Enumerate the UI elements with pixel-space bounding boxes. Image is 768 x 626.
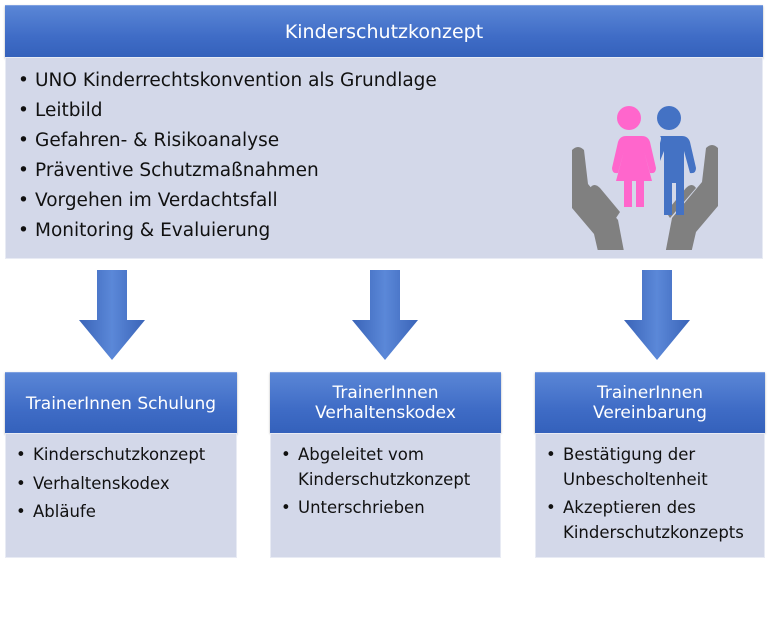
list-item: Gefahren- & Risikoanalyse [18, 126, 762, 156]
list-item: Bestätigung der Unbescholtenheit [546, 443, 758, 492]
box-header-schulung: TrainerInnen Schulung [5, 372, 237, 434]
main-body: UNO Kinderrechtskonvention als Grundlage… [5, 57, 763, 259]
box-body-vereinbarung: Bestätigung der UnbescholtenheitAkzeptie… [535, 433, 765, 558]
list-item: Vorgehen im Verdachtsfall [18, 186, 762, 216]
main-header: Kinderschutzkonzept [5, 5, 763, 58]
box-body-schulung: KinderschutzkonzeptVerhaltenskodexAbläuf… [5, 433, 237, 558]
list-item: Abläufe [16, 500, 228, 525]
list-item: Verhaltenskodex [16, 472, 228, 497]
girl-icon [612, 106, 656, 207]
list-item: Leitbild [18, 96, 762, 126]
arrow-down-icon [624, 270, 690, 360]
box-header-verhaltenskodex: TrainerInnen Verhaltenskodex [270, 372, 501, 433]
list-item: Monitoring & Evaluierung [18, 216, 762, 246]
box-title: TrainerInnen Schulung [25, 393, 217, 414]
boy-icon [656, 106, 696, 215]
arrow-down-icon [352, 270, 418, 360]
box-title: TrainerInnen Verhaltenskodex [315, 383, 456, 423]
list-item: Kinderschutzkonzept [16, 443, 228, 468]
child-protection-icon [572, 106, 718, 250]
box-body-verhaltenskodex: Abgeleitet vom KinderschutzkonzeptUnters… [270, 433, 501, 558]
list-item: Präventive Schutzmaßnahmen [18, 156, 762, 186]
main-title: Kinderschutzkonzept [284, 21, 484, 43]
list-item: Unterschrieben [281, 496, 492, 521]
list-item: Abgeleitet vom Kinderschutzkonzept [281, 443, 492, 492]
list-item: UNO Kinderrechtskonvention als Grundlage [18, 66, 762, 96]
main-list: UNO Kinderrechtskonvention als Grundlage… [18, 66, 762, 246]
box-title: TrainerInnen Vereinbarung [593, 383, 707, 423]
list-item: Akzeptieren des Kinderschutzkonzepts [546, 496, 758, 545]
box-header-vereinbarung: TrainerInnen Vereinbarung [535, 372, 765, 433]
arrow-down-icon [79, 270, 145, 360]
